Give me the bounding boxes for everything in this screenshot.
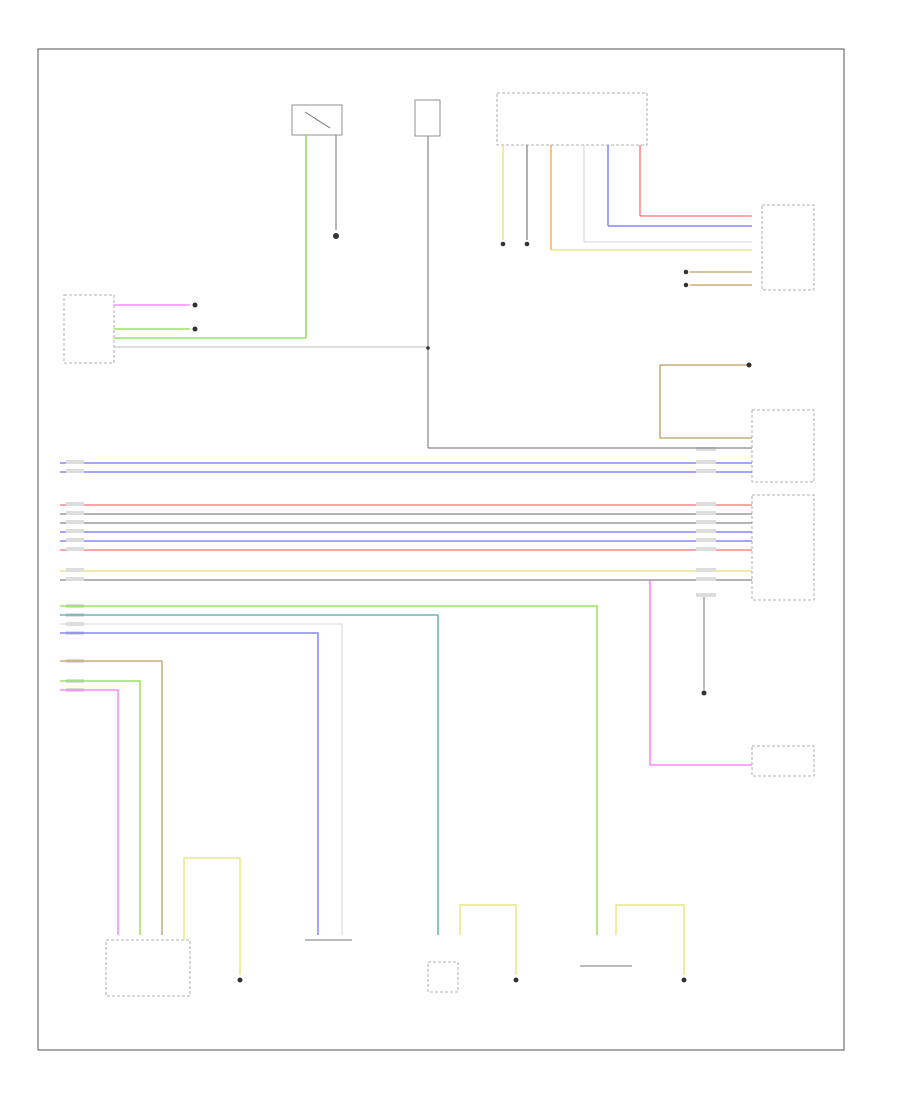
right-connectors [751, 204, 815, 777]
right-ground-middle [649, 362, 752, 766]
front-sensor-group [291, 104, 343, 338]
relay-top-group [414, 99, 752, 449]
front-passenger-switch-group [496, 92, 752, 288]
wire-bus-upper [60, 462, 752, 473]
wire-bus-middle [60, 504, 752, 581]
diagram-frame [37, 48, 845, 1051]
left-wire-labels [66, 460, 84, 692]
lower-vertical-wires [60, 605, 598, 935]
left-module-group [63, 294, 428, 364]
bottom-components [105, 857, 687, 997]
right-wire-labels [696, 447, 716, 597]
